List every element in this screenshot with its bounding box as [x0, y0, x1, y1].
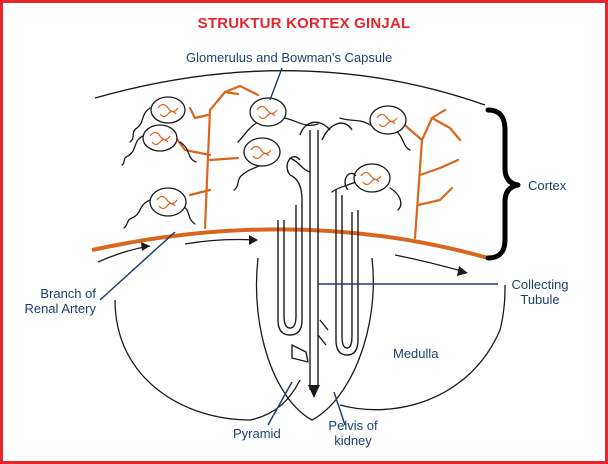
nephron-tubules [277, 121, 359, 398]
loop-of-henle-left [277, 174, 303, 336]
label-medulla: Medulla [393, 346, 439, 361]
label-pelvis-line1: Pelvis of [328, 418, 378, 433]
central-pyramid-outline [255, 257, 374, 421]
leader-lines [99, 67, 498, 426]
diagram-title: STRUKTUR KORTEX GINJAL [197, 15, 411, 32]
label-collecting-line1: Collecting [511, 277, 569, 292]
flow-arrow-mid [184, 238, 256, 245]
right-pyramid-outline [339, 284, 506, 411]
loop-of-henle-right [335, 190, 359, 356]
glomerulus-4 [243, 137, 281, 167]
glomerulus-2 [142, 124, 178, 152]
label-branch-line1: Branch of [40, 286, 96, 301]
label-glomerulus: Glomerulus and Bowman's Capsule [186, 50, 393, 65]
label-branch-line2: Renal Artery [24, 301, 96, 316]
glomerulus-3 [249, 97, 287, 127]
flow-arrow-right [394, 254, 466, 273]
leader-glomerulus [269, 67, 283, 101]
cortex-outer-boundary [94, 69, 486, 106]
label-collecting-line2: Tubule [520, 292, 560, 307]
cortex-brace [485, 107, 521, 261]
label-branch-renal-artery: Branch of Renal Artery [6, 286, 96, 316]
glomerulus-6 [369, 105, 407, 135]
glomeruli [142, 96, 407, 217]
label-pelvis-line2: kidney [334, 433, 372, 448]
leader-pelvis [333, 391, 346, 426]
leader-pyramid [267, 381, 293, 426]
glomerulus-7 [353, 163, 391, 193]
glomerulus-5 [149, 187, 187, 217]
label-cortex: Cortex [528, 178, 567, 193]
interlobular-arteries [168, 84, 462, 240]
leader-branch [99, 231, 176, 301]
left-pyramid-outline [114, 299, 301, 421]
label-pyramid: Pyramid [233, 426, 281, 441]
arcuate-artery [91, 227, 489, 260]
label-collecting-tubule: Collecting Tubule [500, 277, 580, 307]
label-pelvis-of-kidney: Pelvis of kidney [318, 418, 388, 448]
glomerulus-1 [150, 96, 186, 124]
